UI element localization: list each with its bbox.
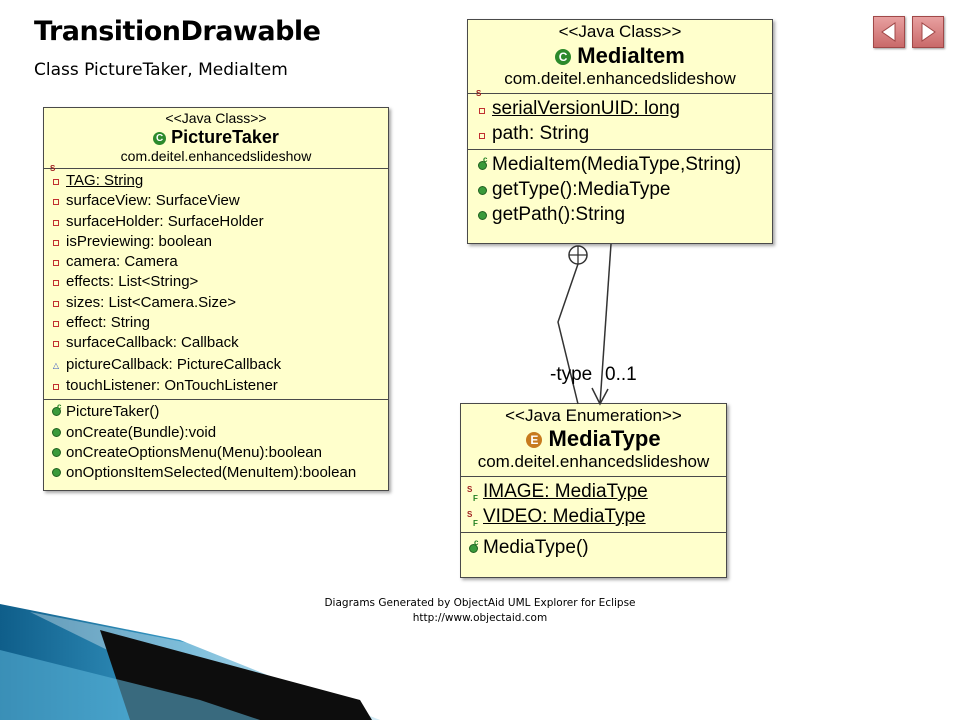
field-row[interactable]: △pictureCallback: PictureCallback xyxy=(50,354,388,376)
enum-icon: E xyxy=(526,432,543,449)
field-row[interactable]: effect: String xyxy=(50,313,388,333)
field-row[interactable]: camera: Camera xyxy=(50,252,388,272)
triangle-left-icon xyxy=(881,22,896,42)
private-field-icon xyxy=(50,293,62,313)
package-name: com.deitel.enhancedslideshow xyxy=(120,148,312,164)
stereotype: <<Java Class>> xyxy=(558,22,682,41)
constructor-icon: c xyxy=(50,402,62,422)
public-method-icon xyxy=(476,177,488,202)
method-row[interactable]: onCreateOptionsMenu(Menu):boolean xyxy=(50,443,388,463)
footer-credit: Diagrams Generated by ObjectAid UML Expl… xyxy=(240,596,720,626)
field-row[interactable]: path: String xyxy=(476,121,772,146)
stereotype: <<Java Class>> xyxy=(165,110,267,126)
method-row[interactable]: getType():MediaType xyxy=(476,177,772,202)
field-row[interactable]: isPreviewing: boolean xyxy=(50,232,388,252)
private-field-icon xyxy=(50,333,62,353)
private-field-icon xyxy=(50,376,62,396)
slide-title: TransitionDrawable xyxy=(34,16,321,47)
package-name: com.deitel.enhancedslideshow xyxy=(477,452,710,471)
package-name: com.deitel.enhancedslideshow xyxy=(504,69,736,88)
class-box-picturetaker[interactable]: <<Java Class>> C PictureTaker com.deitel… xyxy=(43,107,389,491)
private-field-icon xyxy=(476,121,488,146)
class-header: <<Java Enumeration>> E MediaType com.dei… xyxy=(461,404,726,477)
nesting-connector xyxy=(557,245,588,405)
private-field-icon xyxy=(50,252,62,272)
stereotype: <<Java Enumeration>> xyxy=(505,406,682,425)
previous-slide-button[interactable] xyxy=(873,16,905,48)
method-row[interactable]: onOptionsItemSelected(MenuItem):boolean xyxy=(50,463,388,483)
class-name: PictureTaker xyxy=(171,127,279,147)
class-header: <<Java Class>> C PictureTaker com.deitel… xyxy=(44,108,388,169)
class-icon: C xyxy=(153,131,167,145)
footer-credit-text: Diagrams Generated by ObjectAid UML Expl… xyxy=(324,597,636,609)
class-icon: C xyxy=(555,49,572,66)
constructor-icon: c xyxy=(476,152,488,177)
association-role-label: -type xyxy=(550,364,592,385)
public-method-icon xyxy=(50,423,62,443)
field-row[interactable]: effects: List<String> xyxy=(50,272,388,292)
enum-name: MediaType xyxy=(548,426,661,451)
static-final-private-field-icon: S xyxy=(476,90,488,121)
method-row[interactable]: getPath():String xyxy=(476,202,772,227)
field-row[interactable]: touchListener: OnTouchListener xyxy=(50,376,388,396)
field-row[interactable]: surfaceHolder: SurfaceHolder xyxy=(50,212,388,232)
association-multiplicity-label: 0..1 xyxy=(605,364,637,385)
slide-subtitle: Class PictureTaker, MediaItem xyxy=(34,60,288,80)
field-row[interactable]: surfaceCallback: Callback xyxy=(50,333,388,353)
class-box-mediaitem[interactable]: <<Java Class>> C MediaItem com.deitel.en… xyxy=(467,19,773,244)
static-final-private-field-icon: S xyxy=(50,165,62,191)
triangle-right-icon xyxy=(921,22,936,42)
private-field-icon xyxy=(50,272,62,292)
footer-credit-url: http://www.objectaid.com xyxy=(412,612,548,624)
private-field-icon xyxy=(50,212,62,232)
enum-box-mediatype[interactable]: <<Java Enumeration>> E MediaType com.dei… xyxy=(460,403,727,578)
association-arrow xyxy=(591,243,612,406)
private-field-icon xyxy=(50,232,62,252)
next-slide-button[interactable] xyxy=(912,16,944,48)
method-row[interactable]: onCreate(Bundle):void xyxy=(50,423,388,443)
private-field-icon xyxy=(50,191,62,211)
package-field-icon: △ xyxy=(52,360,60,370)
private-field-icon xyxy=(50,313,62,333)
field-row[interactable]: surfaceView: SurfaceView xyxy=(50,191,388,211)
field-row[interactable]: sizes: List<Camera.Size> xyxy=(50,293,388,313)
class-name: MediaItem xyxy=(577,43,685,68)
public-method-icon xyxy=(476,202,488,227)
public-method-icon xyxy=(50,443,62,463)
public-method-icon xyxy=(50,463,62,483)
class-header: <<Java Class>> C MediaItem com.deitel.en… xyxy=(468,20,772,94)
constructor-icon: c xyxy=(467,535,479,560)
